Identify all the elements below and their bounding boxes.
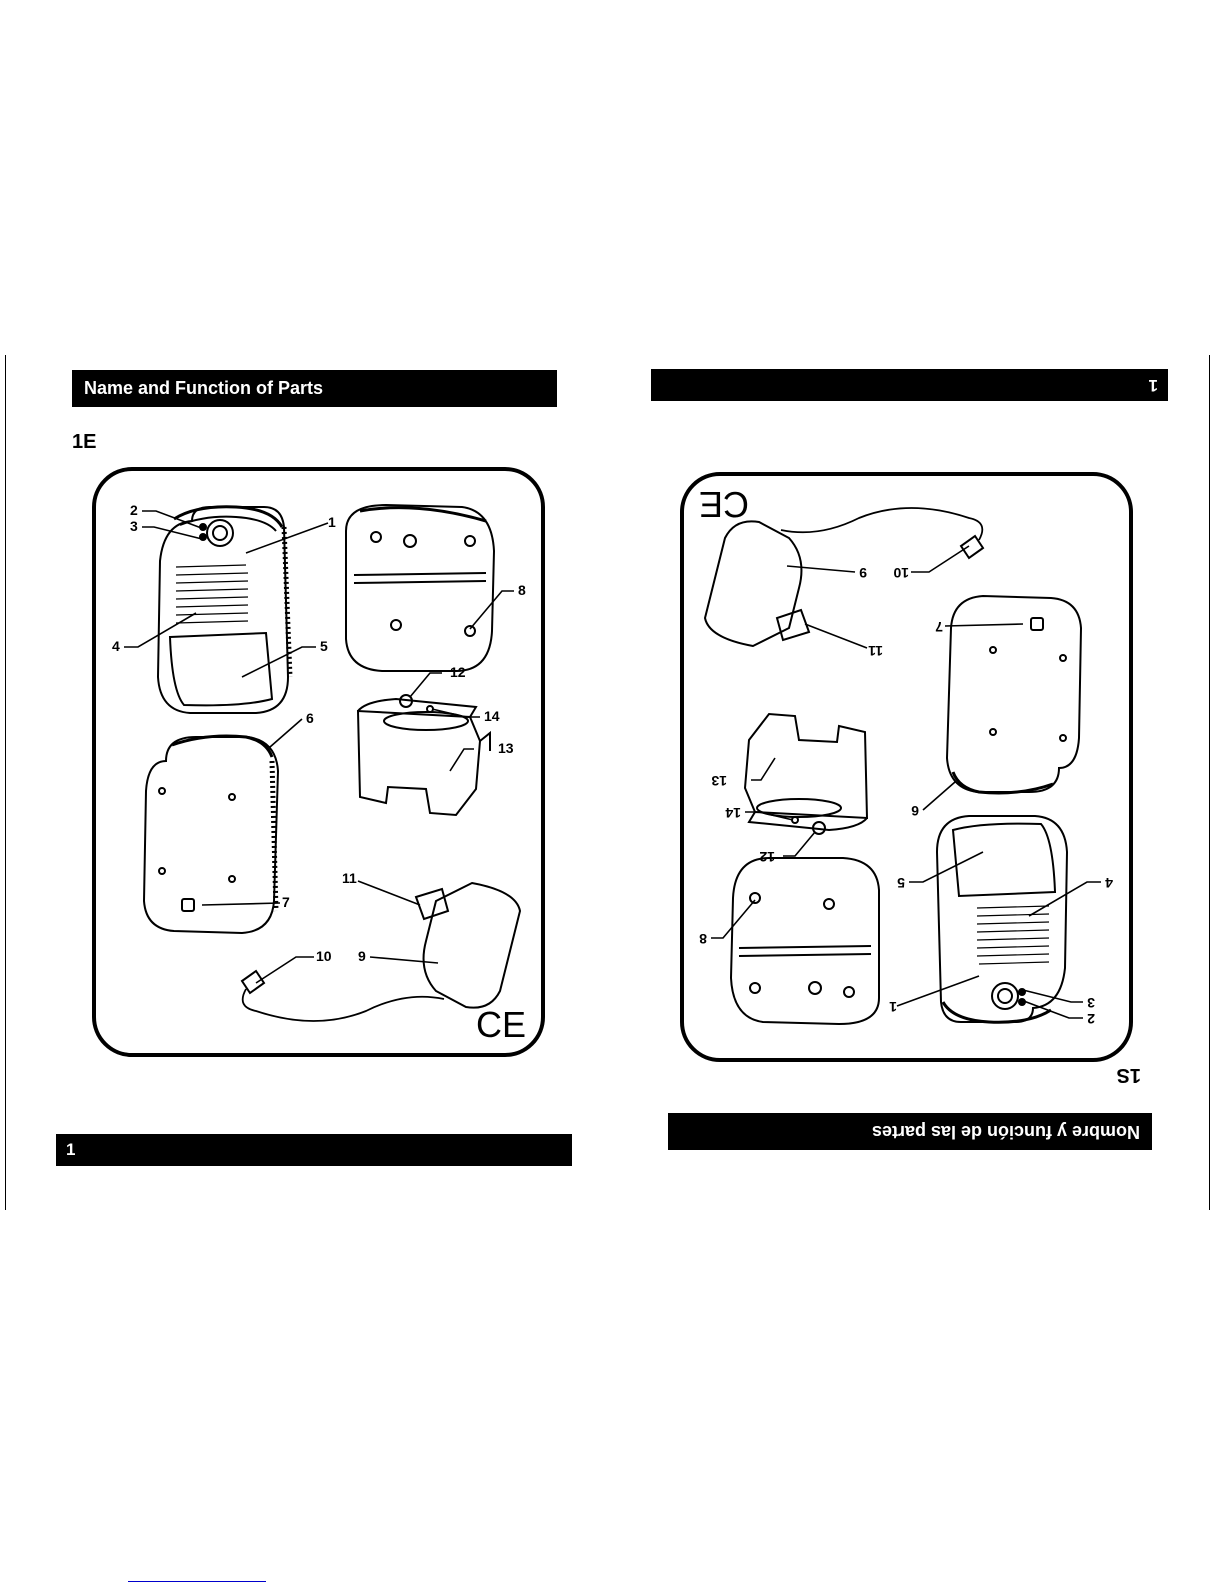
- page-title: Name and Function of Parts: [72, 370, 557, 407]
- callout-3: 3: [130, 518, 138, 534]
- callout-12: 12: [450, 664, 466, 680]
- water-tank-illustration: [745, 714, 867, 834]
- page-number: 1: [56, 1134, 572, 1166]
- callout-6: 6: [911, 803, 919, 819]
- callout-9: 9: [859, 565, 867, 581]
- callout-4: 4: [1105, 875, 1113, 891]
- callout-1: 1: [889, 999, 897, 1015]
- callout-6: 6: [306, 710, 314, 726]
- callout-13: 13: [498, 740, 514, 756]
- callout-2: 2: [130, 502, 138, 518]
- section-code: 1S: [1117, 1064, 1141, 1086]
- callout-4: 4: [112, 638, 120, 654]
- callout-8: 8: [699, 931, 707, 947]
- parts-diagram-frame: 1 2 3 4 5 6 7 8 9 10 11 12 13 14 CE: [92, 467, 545, 1057]
- parts-diagram-frame: 1 2 3 4 5 6 7 8 9 10 11 12 13 14 CE: [680, 472, 1133, 1062]
- callout-10: 10: [316, 948, 332, 964]
- callout-labels: 1 2 3 4 5 6 7 8 9 10 11 12 13 14: [699, 565, 1113, 1027]
- callout-10: 10: [893, 565, 909, 581]
- callout-7: 7: [935, 619, 943, 635]
- callout-2: 2: [1087, 1011, 1095, 1027]
- callout-13: 13: [711, 773, 727, 789]
- dehumidifier-front-illustration: [937, 816, 1067, 1022]
- callout-12: 12: [759, 849, 775, 865]
- parts-diagram: 1 2 3 4 5 6 7 8 9 10 11 12 13 14 CE: [684, 476, 1129, 1058]
- callout-8: 8: [518, 582, 526, 598]
- dehumidifier-bottom-illustration: [346, 505, 494, 671]
- callout-5: 5: [320, 638, 328, 654]
- callout-9: 9: [358, 948, 366, 964]
- callout-5: 5: [897, 875, 905, 891]
- water-tank-illustration: [358, 695, 490, 815]
- callout-1: 1: [328, 514, 336, 530]
- callout-11: 11: [868, 643, 883, 659]
- callout-labels: 1 2 3 4 5 6 7 8 9 10 11 12 13 14: [112, 502, 526, 964]
- callout-11: 11: [342, 870, 357, 886]
- ce-mark: CE: [699, 484, 749, 525]
- callout-14: 14: [725, 805, 741, 821]
- ce-mark: CE: [476, 1004, 526, 1045]
- callout-3: 3: [1087, 995, 1095, 1011]
- page-number: 1: [651, 369, 1168, 401]
- callout-14: 14: [484, 708, 500, 724]
- parts-diagram: 1 2 3 4 5 6 7 8 9 10 11 12 13 14 CE: [96, 471, 541, 1053]
- dehumidifier-front-illustration: [158, 507, 290, 713]
- section-code: 1E: [72, 431, 96, 453]
- link-underline: [128, 1581, 266, 1582]
- right-page: Nombre y función de las partes 1S: [612, 0, 1225, 1585]
- page-title: Nombre y función de las partes: [668, 1113, 1152, 1150]
- dehumidifier-bottom-illustration: [731, 858, 879, 1024]
- callout-7: 7: [282, 894, 290, 910]
